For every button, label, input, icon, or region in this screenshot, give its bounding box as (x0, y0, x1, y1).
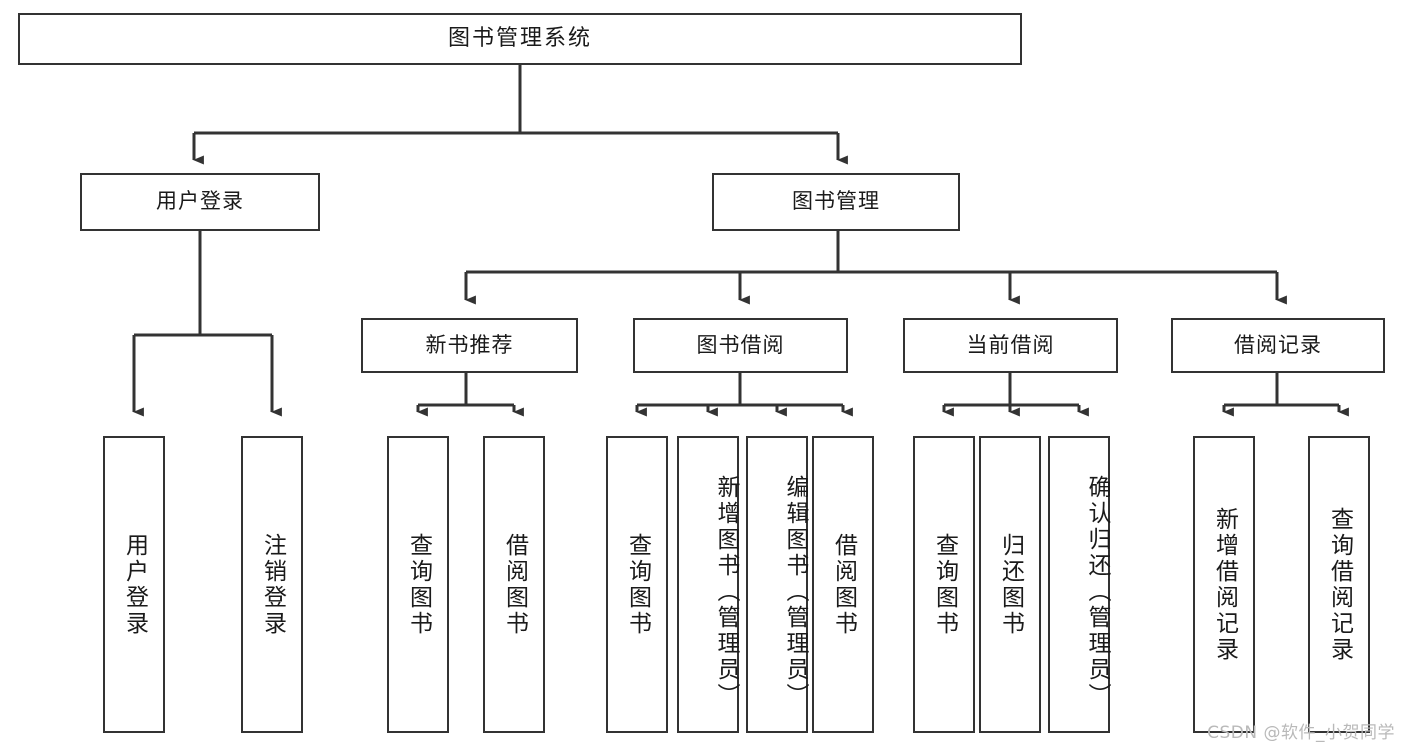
leaf-borrow-record-add-record[interactable]: 新增借阅记录 (1193, 436, 1255, 733)
leaf-user-login-logout[interactable]: 注销登录 (241, 436, 303, 733)
leaf-current-borrow-return-book[interactable]: 归还图书 (979, 436, 1041, 733)
leaf-current-borrow-query-book[interactable]: 查询图书 (913, 436, 975, 733)
leaf-new-book-borrow-book[interactable]: 借阅图书 (483, 436, 545, 733)
node-user-login[interactable]: 用户登录 (80, 173, 320, 231)
leaf-book-borrow-edit-book-admin[interactable]: 编辑图书（管理员） (746, 436, 808, 733)
leaf-book-borrow-add-book-admin[interactable]: 新增图书（管理员） (677, 436, 739, 733)
leaf-book-borrow-borrow-book[interactable]: 借阅图书 (812, 436, 874, 733)
leaf-new-book-query-book[interactable]: 查询图书 (387, 436, 449, 733)
node-new-book-recommend[interactable]: 新书推荐 (361, 318, 578, 373)
leaf-borrow-record-query-record[interactable]: 查询借阅记录 (1308, 436, 1370, 733)
csdn-watermark: CSDN @软件_小贺同学 (1207, 723, 1395, 743)
node-current-borrow[interactable]: 当前借阅 (903, 318, 1118, 373)
leaf-current-borrow-confirm-return-admin[interactable]: 确认归还（管理员） (1048, 436, 1110, 733)
node-borrow-record[interactable]: 借阅记录 (1171, 318, 1385, 373)
node-root-system[interactable]: 图书管理系统 (18, 13, 1022, 65)
leaf-user-login-login[interactable]: 用户登录 (103, 436, 165, 733)
node-book-management[interactable]: 图书管理 (712, 173, 960, 231)
node-book-borrow[interactable]: 图书借阅 (633, 318, 848, 373)
leaf-book-borrow-query-book[interactable]: 查询图书 (606, 436, 668, 733)
